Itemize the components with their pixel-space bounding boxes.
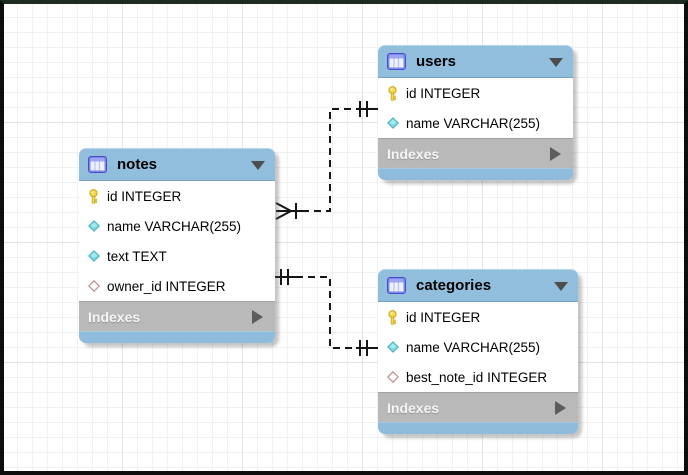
crow-foot-marker (275, 202, 292, 220)
indexes-label: Indexes (387, 399, 440, 416)
column-label: text TEXT (107, 248, 167, 264)
eer-diagram-canvas[interactable]: notes id INTEGER name VARCHAR(255) (4, 4, 684, 471)
foreign-key-icon (386, 371, 399, 383)
columns-list: id INTEGER name VARCHAR(255) text TEXT (79, 181, 275, 301)
table-title: users (416, 52, 457, 70)
table-header[interactable]: users (378, 45, 573, 78)
table-icon (387, 52, 406, 70)
relationship-layer (275, 101, 378, 356)
columns-list: id INTEGER name VARCHAR(255) (378, 78, 573, 138)
column-label: name VARCHAR(255) (406, 339, 541, 355)
column-row[interactable]: id INTEGER (79, 181, 275, 211)
column-row[interactable]: owner_id INTEGER (79, 271, 275, 301)
foreign-key-icon (87, 280, 100, 292)
column-label: best_note_id INTEGER (406, 369, 548, 385)
column-row[interactable]: name VARCHAR(255) (378, 108, 573, 138)
collapse-arrow-icon[interactable] (554, 282, 568, 291)
table-footer (378, 422, 578, 434)
indexes-label: Indexes (387, 145, 440, 162)
relationship-notes-users[interactable] (275, 101, 378, 220)
expand-indexes-icon[interactable] (550, 147, 561, 161)
table-header[interactable]: notes (79, 148, 275, 181)
table-footer (79, 331, 275, 343)
double-tick-marker (359, 340, 368, 356)
expand-indexes-icon[interactable] (555, 401, 566, 415)
indexes-bar[interactable]: Indexes (378, 138, 573, 168)
column-icon (87, 250, 100, 262)
relationship-notes-categories[interactable] (275, 269, 378, 356)
column-row[interactable]: best_note_id INTEGER (378, 362, 578, 392)
indexes-bar[interactable]: Indexes (79, 301, 275, 331)
column-icon (386, 341, 399, 353)
column-label: name VARCHAR(255) (406, 115, 541, 131)
indexes-bar[interactable]: Indexes (378, 392, 578, 422)
primary-key-icon (87, 188, 100, 204)
double-tick-marker (359, 101, 368, 117)
indexes-label: Indexes (88, 308, 141, 325)
primary-key-icon (386, 309, 399, 325)
table-footer (378, 168, 573, 180)
expand-indexes-icon[interactable] (252, 310, 263, 324)
table-icon (88, 155, 107, 173)
column-label: id INTEGER (107, 188, 182, 204)
double-tick-marker (280, 269, 289, 285)
table-users[interactable]: users id INTEGER name VARCHAR(255) (378, 45, 573, 180)
column-label: owner_id INTEGER (107, 278, 226, 294)
table-icon (387, 276, 406, 294)
primary-key-icon (386, 85, 399, 101)
column-row[interactable]: id INTEGER (378, 302, 578, 332)
table-categories[interactable]: categories id INTEGER name VARCHAR(255) (378, 269, 578, 434)
column-label: name VARCHAR(255) (107, 218, 242, 234)
columns-list: id INTEGER name VARCHAR(255) best_note_i… (378, 302, 578, 392)
table-notes[interactable]: notes id INTEGER name VARCHAR(255) (79, 148, 275, 343)
collapse-arrow-icon[interactable] (251, 161, 265, 170)
column-icon (386, 117, 399, 129)
column-row[interactable]: id INTEGER (378, 78, 573, 108)
column-row[interactable]: name VARCHAR(255) (378, 332, 578, 362)
column-label: id INTEGER (406, 309, 481, 325)
column-row[interactable]: text TEXT (79, 241, 275, 271)
table-header[interactable]: categories (378, 269, 578, 302)
column-label: id INTEGER (406, 85, 481, 101)
column-icon (87, 220, 100, 232)
table-title: categories (416, 276, 492, 294)
table-title: notes (117, 155, 158, 173)
collapse-arrow-icon[interactable] (549, 58, 563, 67)
column-row[interactable]: name VARCHAR(255) (79, 211, 275, 241)
